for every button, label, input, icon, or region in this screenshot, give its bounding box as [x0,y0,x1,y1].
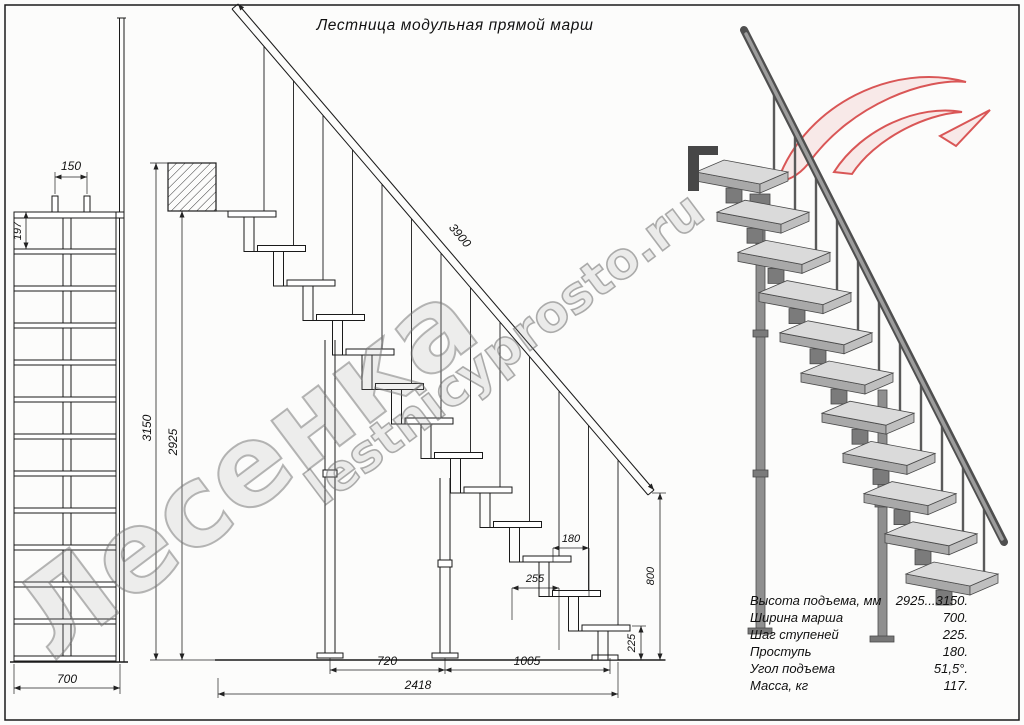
iso-module [830,388,848,405]
front-step [13,322,117,329]
front-top-step [13,211,125,219]
dim-2418-label: 2418 [404,678,432,692]
dim-800-label: 800 [645,566,657,585]
iso-view [688,26,1008,643]
dim-720-label: 720 [377,654,397,668]
iso-step-top [715,199,811,225]
spec-table: Высота подъема, мм 2925...3150. Ширина м… [749,593,968,693]
spec-row-value: 117. [944,678,968,693]
spec-row-label: Угол подъема [749,661,835,676]
iso-module [746,227,764,244]
dim-197-label: 197 [12,221,24,240]
spec-row-value: 700. [943,610,968,625]
iso-module [872,468,890,485]
side-tread [581,624,631,632]
dim-1005-label: 1005 [514,654,541,668]
spec-row-value: 225. [942,627,968,642]
ceiling-slab [167,162,217,212]
iso-module [788,308,806,325]
front-step [13,433,117,440]
spec-row-label: Масса, кг [750,678,809,693]
side-tread [522,555,572,563]
iso-collar [752,329,769,338]
dim-700-label: 700 [57,672,77,686]
drawing-title: Лестница модульная прямой марш [316,17,594,34]
side-view: 3900 3150 2925 720 1005 2418 180 255 [140,3,666,698]
iso-step-top [841,440,937,466]
front-step [13,470,117,477]
iso-module [893,509,911,526]
front-step [13,544,117,551]
front-step [13,507,117,514]
iso-step-top [736,239,832,265]
front-step [13,618,117,625]
front-post [83,195,91,213]
front-step [13,655,117,662]
spec-row-label: Шаг ступеней [750,627,839,642]
brand-logo [776,76,991,182]
iso-module [767,267,785,284]
iso-step-top [820,400,916,426]
watermark-brand: Лесенка [0,255,500,684]
iso-steps [694,89,1000,606]
side-tread [227,210,277,218]
end-support-plate [591,654,619,661]
iso-step-top [778,320,874,346]
front-step [13,248,117,255]
side-tread [463,486,513,494]
front-step [13,359,117,366]
front-step [13,581,117,588]
logo-wing-outer [776,76,967,182]
dim-150-label: 150 [61,159,81,173]
iso-module [725,187,743,204]
iso-column-a [755,205,766,631]
spec-row-value: 2925...3150. [895,593,968,608]
front-step [13,285,117,292]
dim-225-label: 225 [626,633,638,653]
front-post [51,195,59,213]
iso-column-b-plate [869,635,895,643]
side-tread [552,590,601,597]
side-tread [286,279,336,287]
logo-wing-inner [832,109,963,176]
column-a-plate [316,652,344,659]
iso-handrail-highlight [744,32,1004,541]
iso-module [851,428,869,445]
front-steps [13,248,117,662]
dim-3900-label: 3900 [446,221,474,251]
column-b-plate [431,652,459,659]
dim-255-label: 255 [525,573,545,585]
iso-column-a-plate [747,627,773,635]
spec-row-label: Ширина марша [750,610,843,625]
iso-step-top [757,280,853,306]
iso-wall-bracket [688,146,718,191]
dim-2925-label: 2925 [166,428,180,456]
side-tread [434,452,483,459]
iso-collar [752,469,769,478]
dim-3150-label: 3150 [140,414,154,441]
dim-180-label: 180 [562,533,581,545]
iso-step-top [694,159,790,185]
column-b-collar [437,559,453,568]
front-view: 150 197 700 [10,17,128,694]
side-tread [257,245,306,252]
spec-row-label: Высота подъема, мм [750,593,881,608]
spec-row-value: 51,5°. [934,661,968,676]
iso-step-top [799,360,895,386]
iso-module [914,549,932,566]
spec-row-value: 180. [943,644,968,659]
iso-step-top [862,481,958,507]
front-step [13,396,117,403]
iso-step-top [904,561,1000,587]
iso-module [809,348,827,365]
spec-row-label: Проступь [750,644,812,659]
logo-flick [937,109,991,148]
side-tread [493,521,542,528]
iso-step-top [883,521,979,547]
